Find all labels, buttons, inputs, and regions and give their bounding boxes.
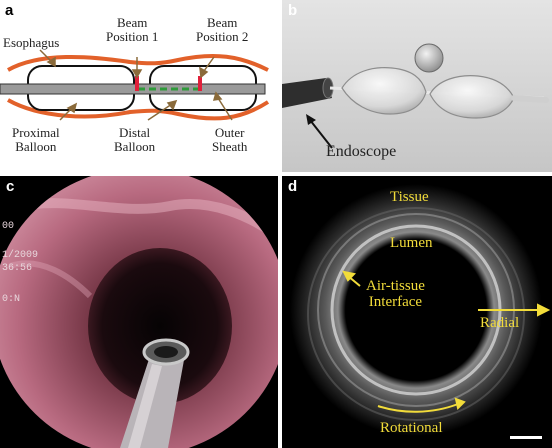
outer-sheath [0,83,266,95]
panel-letter-d: d [288,178,298,195]
label-beam-position-2: Beam Position 2 [196,15,249,44]
panel-b-device-photo: b Endoscope [282,0,552,172]
arrow-beam2 [203,56,215,72]
device-photo [282,0,552,172]
balloon-schematic [0,49,270,121]
panel-d-oct-image: d Tissue Lumen Air-tissue Interface Radi… [282,176,552,448]
endoscope-body [282,78,332,108]
oct-ring [290,184,542,436]
rotational-arrow [377,403,459,413]
coin [414,43,444,73]
arrow-sheath [217,97,233,121]
label-outer-sheath: Outer Sheath [212,125,248,154]
label-rotational: Rotational [380,420,443,436]
panel-a-schematic: a Esophagus Beam Position 1 Beam Positio… [0,0,276,172]
overlay-line: 1/2009 [2,250,39,261]
beam-marker-2 [198,76,202,91]
esophagus-wall-bottom [7,98,270,121]
proximal-balloon-photo [341,67,427,115]
panel-letter-b: b [288,2,298,19]
label-beam-position-1: Beam Position 1 [106,15,159,44]
label-lumen: Lumen [390,235,433,251]
panel-letter-a: a [5,2,14,19]
label-distal-balloon: Distal Balloon [114,125,156,154]
label-endoscope: Endoscope [326,143,397,160]
panel-letter-c: c [6,178,15,195]
label-radial: Radial [480,315,520,331]
label-esophagus: Esophagus [3,35,60,50]
label-air-tissue-interface: Air-tissue Interface [366,278,425,310]
arrow-distal [147,103,173,121]
overlay-line: 00 [2,221,15,232]
label-proximal-balloon: Proximal Balloon [12,125,60,154]
label-tissue: Tissue [390,189,429,205]
overlay-line: 0:N [2,294,21,305]
video-overlay-text: 00 1/2009 36:56 0:N [2,220,38,306]
panel-c-endoscopic-view: c 00 1/2009 36:56 0:N [0,176,278,448]
lumen-opening [88,248,232,404]
scale-bar [510,436,542,439]
overlay-line: 36:56 [2,263,33,274]
oct-image [282,176,552,448]
endoscope-pointer [309,119,333,149]
beam-marker-1 [135,76,139,91]
endoscopic-image [0,176,278,448]
